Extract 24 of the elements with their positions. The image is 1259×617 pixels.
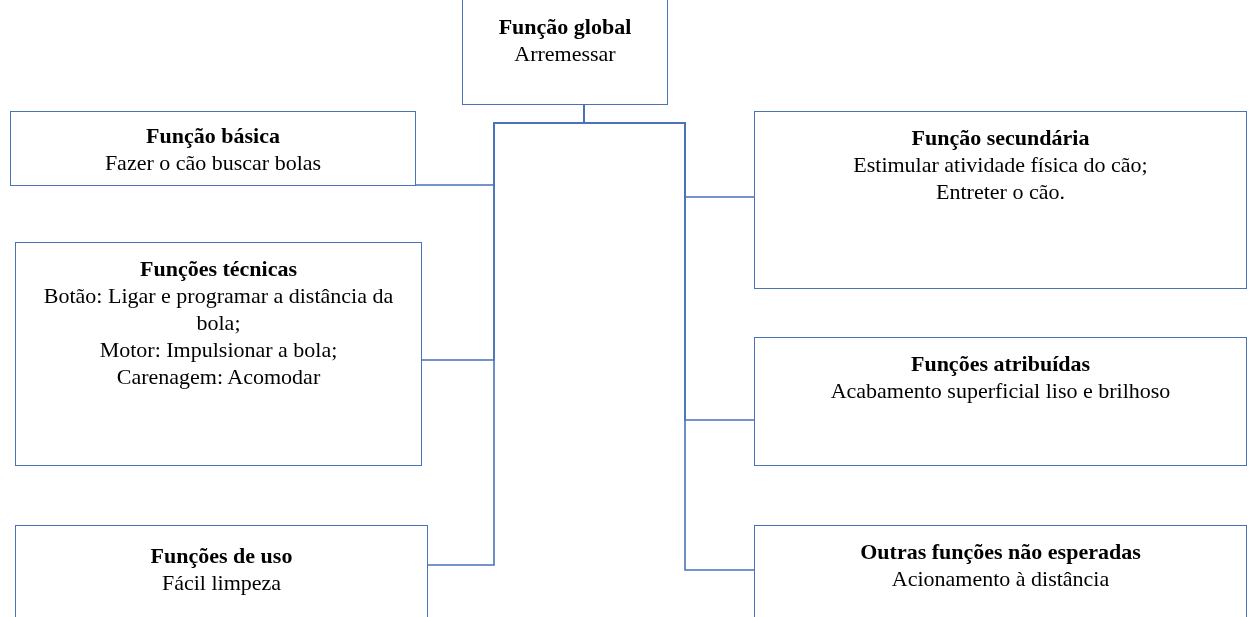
box-heading: Funções de uso [150, 542, 293, 569]
box-text: Botão: Ligar e programar a distância da bola; [42, 282, 395, 336]
function-box [462, 0, 668, 105]
box-heading: Outras funções não esperadas [860, 538, 1141, 565]
function-box [10, 111, 416, 186]
function-box [754, 337, 1247, 466]
box-heading: Funções técnicas [140, 255, 297, 282]
box-heading: Função global [498, 13, 632, 40]
box-heading: Funções atribuídas [910, 350, 1091, 377]
function-box [754, 525, 1247, 617]
box-text: Carenagem: Acomodar [116, 363, 321, 390]
box-text: Acabamento superficial liso e brilhoso [830, 377, 1171, 404]
function-box [15, 525, 428, 617]
function-box [15, 242, 422, 466]
box-text: Estimular atividade física do cão; [853, 151, 1148, 178]
box-text: Fácil limpeza [161, 569, 282, 596]
box-text: Arremessar [514, 40, 616, 67]
box-text: Motor: Impulsionar a bola; [99, 336, 338, 363]
function-box [754, 111, 1247, 289]
box-text: Entreter o cão. [936, 178, 1065, 205]
box-heading: Função secundária [911, 124, 1090, 151]
box-text: Acionamento à distância [891, 565, 1110, 592]
box-heading: Função básica [146, 122, 280, 149]
box-text: Fazer o cão buscar bolas [104, 149, 322, 176]
